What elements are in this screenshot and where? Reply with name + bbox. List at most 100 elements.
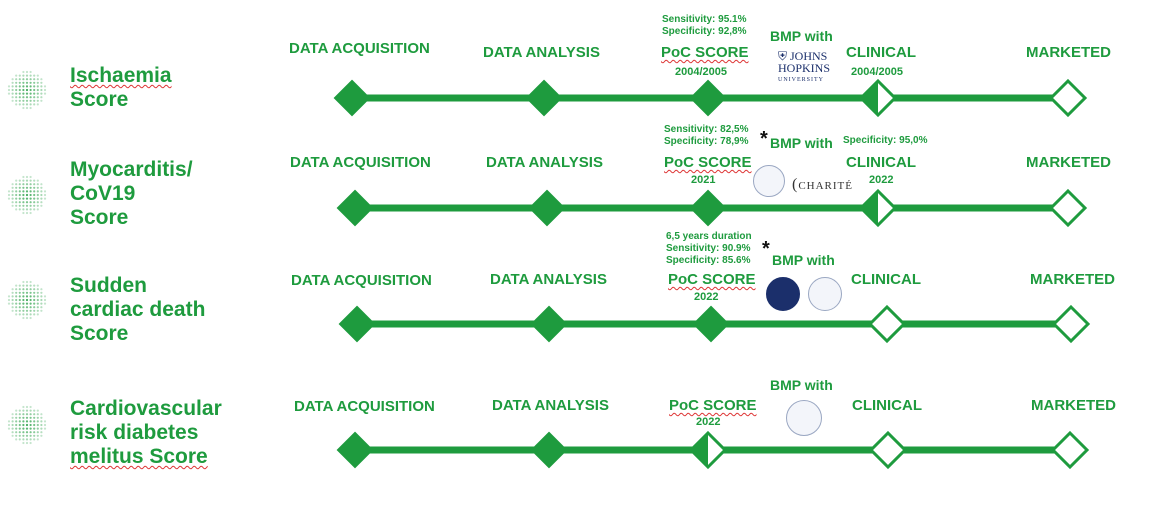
dot-pattern-icon [18, 427, 21, 430]
dot-pattern-icon [11, 309, 14, 312]
bmp-label: BMP with [770, 28, 833, 44]
dot-pattern-icon [22, 204, 25, 207]
dot-pattern-icon [33, 313, 36, 316]
dot-pattern-icon [22, 74, 25, 77]
dot-pattern-icon [33, 208, 36, 211]
dot-pattern-icon [25, 416, 29, 419]
milestone-empty [1048, 78, 1088, 118]
dot-pattern-icon [7, 302, 11, 305]
dot-pattern-icon [22, 179, 25, 182]
dot-pattern-icon [18, 434, 21, 437]
dot-pattern-icon [15, 103, 18, 106]
dot-pattern-icon [25, 74, 29, 77]
dot-pattern-icon [22, 92, 25, 95]
dot-pattern-icon [7, 423, 11, 427]
dot-pattern-icon [22, 309, 25, 312]
dot-pattern-icon [22, 284, 25, 287]
stage-label-data-analysis: DATA ANALYSIS [486, 154, 603, 171]
dot-pattern-icon [11, 413, 14, 416]
dot-pattern-icon [36, 284, 39, 287]
stage-label-poc-score: PoC SCORE [661, 44, 749, 61]
stage-label-poc-score: PoC SCORE [664, 154, 752, 171]
bmp-label: BMP with [770, 377, 833, 393]
dot-pattern-icon [22, 434, 25, 437]
dot-pattern-icon [43, 197, 47, 200]
dot-pattern-icon [29, 413, 32, 416]
poc-year: 2021 [691, 174, 716, 186]
dot-pattern-icon [29, 88, 32, 92]
dot-pattern-icon [29, 405, 32, 409]
dot-pattern-icon [43, 92, 47, 95]
title-line: risk diabetes [70, 421, 199, 444]
dot-pattern-icon [22, 78, 25, 81]
dot-pattern-icon [22, 438, 25, 441]
dot-pattern-icon [18, 74, 21, 77]
dot-pattern-icon [18, 409, 21, 412]
dot-pattern-icon [29, 434, 32, 437]
dot-pattern-icon [11, 306, 14, 309]
dot-pattern-icon [25, 179, 29, 182]
dot-pattern-icon [18, 309, 21, 312]
dot-pattern-icon [29, 211, 32, 215]
dot-pattern-icon [29, 298, 32, 302]
dot-pattern-icon [18, 85, 21, 88]
dot-pattern-icon [15, 288, 18, 291]
dot-pattern-icon [43, 193, 47, 197]
dot-pattern-icon [22, 427, 25, 430]
milestone-empty [868, 430, 908, 470]
dot-pattern-icon [22, 88, 25, 92]
dot-pattern-icon [33, 291, 36, 294]
dot-pattern-icon [18, 197, 21, 200]
dot-pattern-icon [40, 88, 43, 92]
dot-pattern-icon [11, 99, 14, 102]
dot-pattern-icon [43, 298, 47, 302]
dot-pattern-icon [25, 306, 29, 309]
dot-pattern-icon [25, 427, 29, 430]
stage-label-data-acquisition: DATA ACQUISITION [290, 154, 431, 171]
dot-pattern-icon [40, 96, 43, 99]
dot-pattern-icon [25, 413, 29, 416]
dot-pattern-icon [15, 434, 18, 437]
dot-pattern-icon [7, 193, 11, 197]
dot-pattern-icon [36, 208, 39, 211]
dot-pattern-icon [22, 316, 25, 320]
dot-pattern-icon [22, 291, 25, 294]
dot-pattern-icon [22, 175, 25, 179]
dot-pattern-icon [22, 99, 25, 102]
dot-pattern-icon [15, 96, 18, 99]
dot-pattern-icon [22, 420, 25, 423]
dot-pattern-icon [11, 288, 14, 291]
dot-pattern-icon [29, 186, 32, 189]
dot-pattern-icon [15, 85, 18, 88]
dot-pattern-icon [40, 78, 43, 81]
dot-pattern-icon [36, 99, 39, 102]
dot-pattern-icon [22, 306, 25, 309]
dot-pattern-icon [33, 183, 36, 186]
dot-pattern-icon [11, 427, 14, 430]
dot-pattern-icon [36, 88, 39, 92]
dot-pattern-icon [36, 434, 39, 437]
dot-pattern-icon [40, 434, 43, 437]
milestone-filled [530, 431, 568, 469]
dot-pattern-icon [11, 193, 14, 197]
dot-pattern-icon [25, 186, 29, 189]
dot-pattern-icon [40, 302, 43, 305]
dot-pattern-icon [15, 81, 18, 84]
dot-pattern-icon [22, 288, 25, 291]
stage-label-data-acquisition: DATA ACQUISITION [294, 398, 435, 415]
dot-pattern-icon [18, 431, 21, 434]
dot-pattern-icon [36, 298, 39, 302]
dot-pattern-icon [22, 298, 25, 302]
dot-pattern-icon [33, 284, 36, 287]
dot-pattern-icon [29, 96, 32, 99]
dot-pattern-icon [33, 306, 36, 309]
dot-pattern-icon [15, 197, 18, 200]
milestone-empty [1051, 304, 1091, 344]
dot-pattern-icon [43, 295, 47, 298]
dot-pattern-icon [25, 284, 29, 287]
dot-pattern-icon [18, 420, 21, 423]
dot-pattern-icon [25, 211, 29, 215]
dot-pattern-icon [22, 190, 25, 193]
dot-pattern-icon [36, 302, 39, 305]
poc-note: 6,5 years duration [666, 231, 752, 242]
